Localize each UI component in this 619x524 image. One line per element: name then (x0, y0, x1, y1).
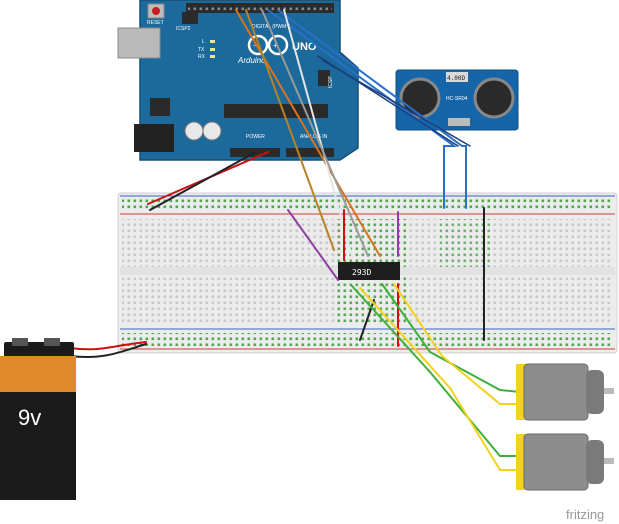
digital-label: DIGITAL (PWM~) (252, 24, 291, 30)
wire-black-arduino-gnd (149, 151, 257, 211)
capacitor (202, 121, 222, 141)
wire-black-battery (69, 343, 147, 359)
sensor-pins (448, 118, 470, 126)
wires (69, 9, 521, 471)
wire-red-battery (69, 341, 147, 351)
wire-white (283, 9, 353, 257)
sensor-display-label: 4.00D (447, 75, 465, 82)
sensor-transducer-right (473, 77, 515, 119)
driver-chip-label: 293D (352, 268, 371, 277)
wire-yellow-motor-1 (393, 283, 521, 405)
breadboard (117, 192, 618, 354)
power-jack (134, 124, 174, 152)
power-label: POWER (246, 134, 265, 140)
arduino-brand: Arduino (237, 56, 266, 65)
sensor-model-label: HC-SR04 (446, 96, 468, 102)
wire-yellow-motor-2 (359, 287, 521, 471)
arduino-uno-board: RESET DIGITAL (PWM~) ICSP2 L TX RX − + A… (117, 0, 359, 161)
led-rx-label: RX (198, 54, 206, 60)
wire-dark-sensor-4 (321, 59, 471, 147)
wire-purple-1 (287, 209, 339, 281)
analog-header (286, 148, 334, 157)
motor-driver-chip: 293D (338, 262, 400, 280)
icsp2-label: ICSP2 (176, 26, 191, 32)
wire-brown (245, 9, 335, 251)
arduino-logo: − + (247, 34, 289, 56)
wire-blue-sensor-2 (277, 9, 467, 209)
motor-2 (516, 433, 614, 491)
analog-label: ANALOG IN (300, 134, 328, 140)
svg-text:−: − (253, 41, 258, 50)
battery-9v: 9v (0, 338, 76, 500)
svg-text:+: + (273, 41, 278, 50)
led-tx-label: TX (198, 47, 205, 53)
icsp1-label: ICSP (328, 76, 334, 88)
ultrasonic-sensor: 4.00D HC-SR04 (395, 69, 519, 131)
reset-label: RESET (147, 20, 164, 26)
arduino-model: UNO (292, 41, 317, 53)
small-chip (150, 98, 170, 116)
motor-1 (516, 363, 614, 421)
wire-blue-sensor-1 (267, 9, 458, 209)
main-mcu-chip (224, 104, 328, 118)
battery-label: 9v (18, 405, 41, 430)
wire-green-motor-1 (381, 283, 521, 393)
capacitor (184, 121, 204, 141)
led-l-label: L (202, 39, 205, 45)
icsp1-header (318, 70, 330, 86)
fritzing-watermark: fritzing (566, 507, 604, 522)
wire-gray (261, 9, 369, 257)
icsp2-header (182, 12, 198, 24)
usb-port (117, 27, 161, 59)
